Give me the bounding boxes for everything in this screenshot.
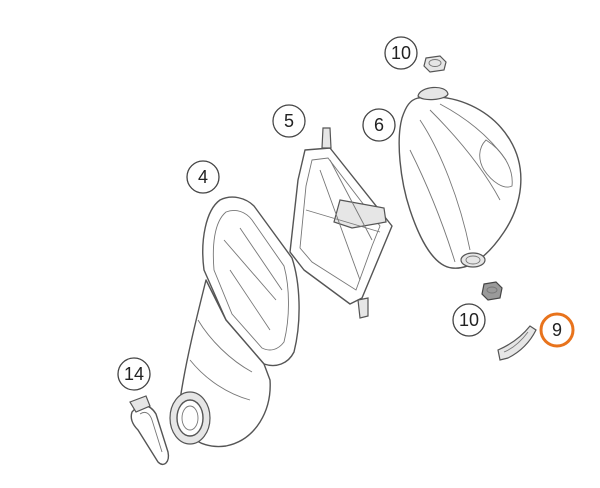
callout-circle: [272, 104, 306, 138]
callout-circle: [384, 36, 418, 70]
callout-6: 6: [362, 108, 396, 142]
callout-label: 4: [198, 167, 208, 187]
part-hose-clamp: [129, 395, 170, 466]
callout-5: 5: [272, 104, 306, 138]
part-nut-bottom: [481, 281, 503, 301]
callout-10-bottom: 10: [452, 303, 486, 337]
callout-circle: [186, 160, 220, 194]
callout-4: 4: [186, 160, 220, 194]
callout-circle: [362, 108, 396, 142]
callout-circle: [452, 303, 486, 337]
callout-label: 9: [552, 320, 562, 340]
part-filter-intake: [169, 196, 300, 448]
callout-label: 14: [124, 364, 144, 384]
part-filter-cage: [289, 127, 393, 319]
callout-label: 10: [459, 310, 479, 330]
callout-label: 10: [391, 43, 411, 63]
callout-14: 14: [117, 357, 151, 391]
callout-10-top: 10: [384, 36, 418, 70]
callout-circle: [117, 357, 151, 391]
part-nut-top: [423, 55, 447, 73]
part-bracket: [497, 325, 537, 361]
callout-label: 5: [284, 111, 294, 131]
highlight-circle[interactable]: [539, 312, 575, 348]
part-airbox-cover: [398, 86, 522, 269]
callout-9-highlighted[interactable]: 9: [539, 312, 575, 348]
callout-label: 6: [374, 115, 384, 135]
